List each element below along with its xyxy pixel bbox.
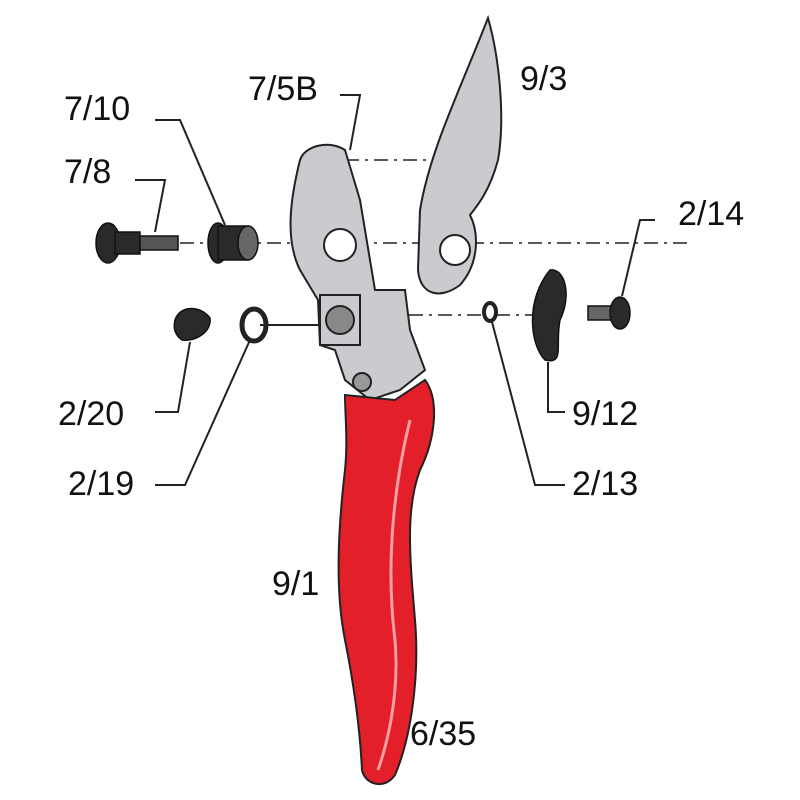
label-9-1: 9/1: [272, 565, 319, 603]
head-pivot-hole: [323, 228, 357, 262]
head-bolt: [325, 305, 355, 335]
red-handle-grip: [337, 378, 436, 785]
label-9-12: 9/12: [572, 395, 638, 433]
handle-head-9-1: [289, 143, 427, 402]
label-2-20: 2/20: [58, 395, 124, 433]
leader-2-13: [491, 321, 565, 486]
cap-2-20: [173, 307, 211, 341]
label-7-5b: 7/5B: [248, 70, 318, 108]
label-2-19: 2/19: [68, 465, 134, 503]
label-7-10: 7/10: [64, 90, 130, 128]
washer-2-13: [482, 301, 498, 323]
label-2-14: 2/14: [678, 195, 744, 233]
leader-7-8: [135, 179, 167, 233]
label-9-3: 9/3: [520, 60, 567, 98]
blade-pivot-hole: [439, 234, 471, 266]
bolt-7-8: [95, 222, 179, 264]
label-6-35: 6/35: [410, 715, 476, 753]
leader-9-12: [547, 362, 565, 413]
bushing-7-10: [207, 222, 259, 264]
leader-2-14: [621, 219, 655, 297]
leader-7-10: [155, 119, 226, 226]
screw-2-14: [587, 296, 631, 330]
leader-2-20: [155, 341, 191, 413]
leader-7-5b: [340, 94, 362, 151]
label-7-8: 7/8: [64, 153, 111, 191]
washer-2-19: [239, 306, 269, 344]
spring-pin: [352, 372, 372, 392]
label-2-13: 2/13: [572, 465, 638, 503]
lever-9-12: [531, 269, 567, 362]
blade-9-3: [416, 14, 503, 295]
leader-2-19: [155, 339, 251, 486]
handle-highlight: [376, 419, 412, 771]
